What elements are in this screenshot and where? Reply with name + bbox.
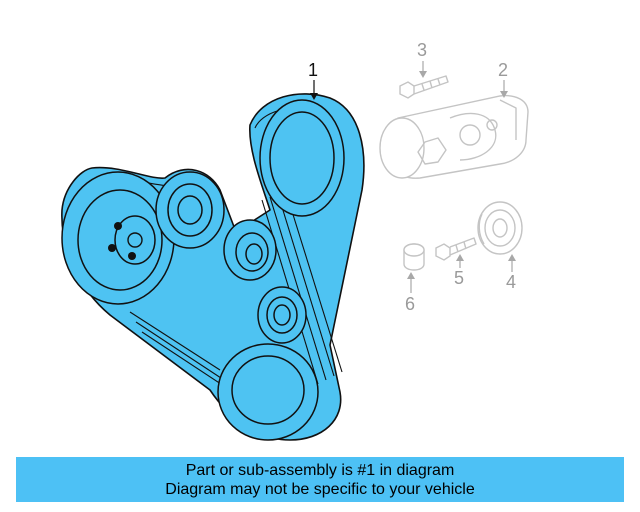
callout-4-label: 4 xyxy=(506,272,516,292)
water-pump-pulley xyxy=(217,343,319,441)
pulley-bolt xyxy=(435,237,477,261)
idler-pulley-part xyxy=(477,201,523,255)
tensioner-assembly xyxy=(379,94,529,179)
idler-pulley-top xyxy=(155,171,225,249)
dust-cap xyxy=(403,243,425,271)
alternator-pulley xyxy=(259,99,345,217)
tensioner-bolt xyxy=(399,75,449,99)
callout-6[interactable]: 6 xyxy=(405,272,415,314)
banner-line-1: Part or sub-assembly is #1 in diagram xyxy=(185,461,455,479)
callout-5[interactable]: 5 xyxy=(454,254,464,288)
callout-4[interactable]: 4 xyxy=(506,254,516,292)
idler-pulley-middle xyxy=(223,219,277,281)
crank-pulley xyxy=(61,171,175,305)
callout-3-label: 3 xyxy=(417,40,427,60)
callout-2[interactable]: 2 xyxy=(498,60,508,98)
banner-line-2: Diagram may not be specific to your vehi… xyxy=(165,480,475,498)
callout-1-label: 1 xyxy=(308,60,318,80)
info-banner: Part or sub-assembly is #1 in diagram Di… xyxy=(16,457,624,502)
callout-5-label: 5 xyxy=(454,268,464,288)
callout-6-label: 6 xyxy=(405,294,415,314)
callout-3[interactable]: 3 xyxy=(417,40,427,78)
idler-pulley-lower xyxy=(257,286,307,344)
callout-1[interactable]: 1 xyxy=(308,60,318,100)
callout-2-label: 2 xyxy=(498,60,508,80)
